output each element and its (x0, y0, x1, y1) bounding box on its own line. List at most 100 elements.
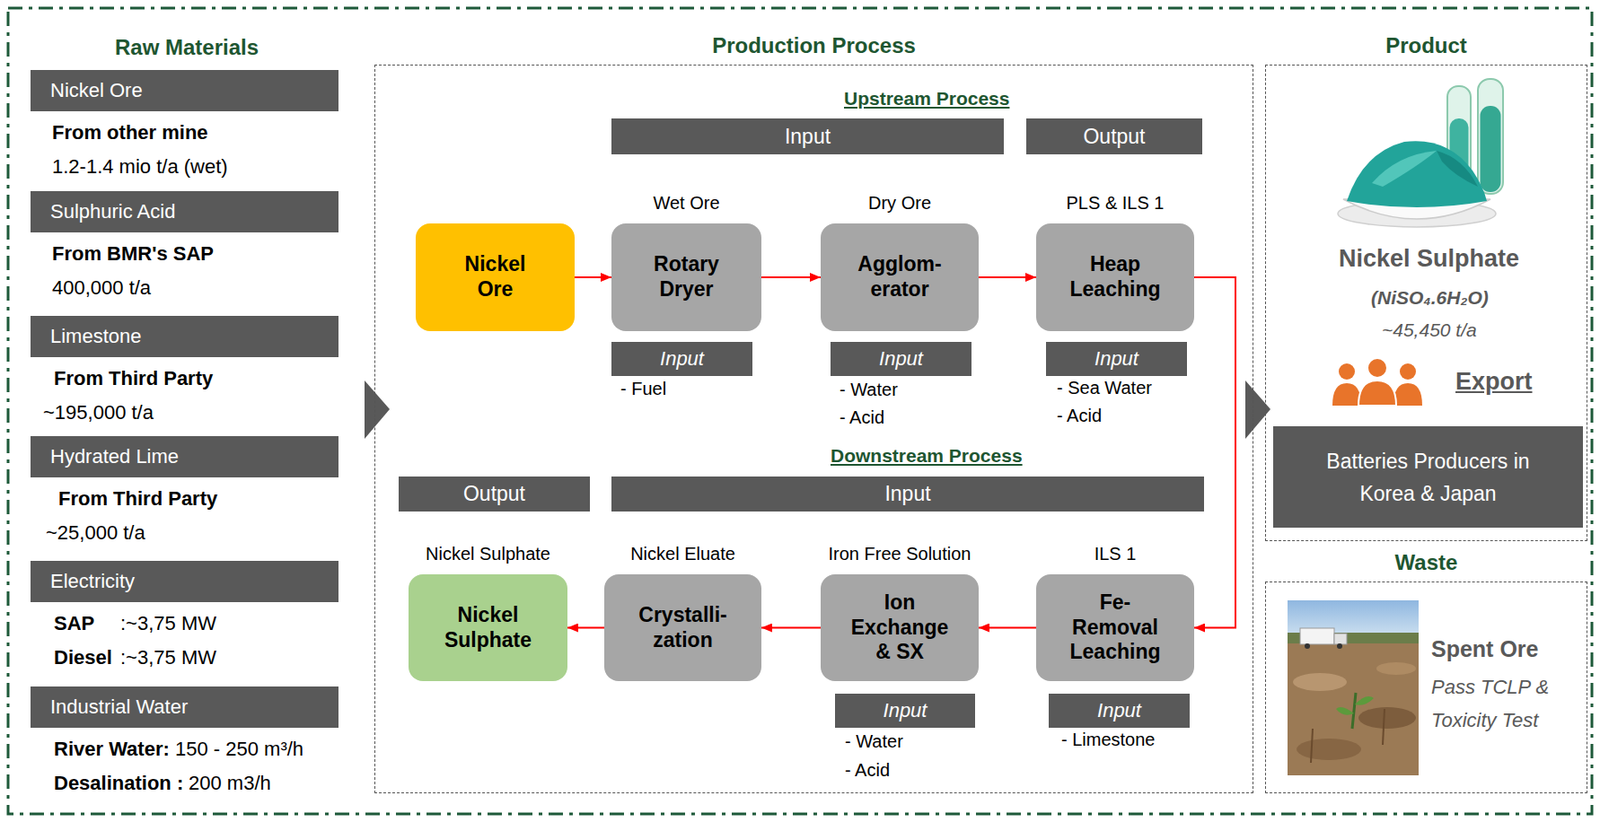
flow-arrow (761, 276, 821, 279)
powder-highlight (1371, 150, 1437, 187)
process-name: Crystalli- zation (633, 603, 733, 653)
stake (1310, 729, 1313, 764)
stage-heading: Downstream Process (830, 444, 1023, 467)
product-box: Nickel SulphateNickel Sulphate (408, 574, 568, 682)
powder-shade (1436, 150, 1478, 187)
input-item: - Fuel (620, 378, 667, 400)
raw-material-bar: Limestone (30, 316, 339, 358)
product-formula: (NiSO₄.6H₂O) (1371, 286, 1489, 309)
source-text: From Third Party (53, 367, 213, 391)
quantity-text: 1.2-1.4 mio t/a (wet) (52, 155, 229, 179)
source-text: Diesel (53, 646, 113, 670)
truck-wheel (1336, 643, 1343, 650)
flow-chevron (1245, 380, 1271, 440)
tube-liquid (1480, 105, 1502, 193)
bar-text: Input (784, 124, 831, 150)
flow-arrow (574, 276, 612, 279)
process-box: ILS 1Fe- Removal Leaching (1036, 574, 1195, 682)
input-bar: Input (1048, 694, 1190, 729)
input-bar: Input (611, 342, 753, 377)
input-item: - Limestone (1061, 729, 1156, 751)
bar-text: Batteries Producers in Korea & Japan (1311, 445, 1546, 510)
plant-stem (1352, 693, 1356, 730)
bar-text: Output (463, 482, 526, 507)
process-box: Iron Free SolutionIon Exchange & SX (820, 574, 979, 682)
waste-note: Pass TCLP & Toxicity Test (1431, 670, 1584, 738)
stream-caption: ILS 1 (1009, 542, 1222, 566)
stage-heading: Upstream Process (843, 87, 1010, 110)
input-item: - Water (844, 730, 904, 753)
flow-arrow (1194, 277, 1236, 629)
section-heading: Production Process (339, 33, 1289, 59)
source-text: SAP (53, 612, 95, 636)
input-item: - Sea Water (1056, 377, 1152, 399)
stream-caption: Wet Ore (584, 191, 789, 215)
process-name: Nickel Sulphate (439, 603, 538, 653)
input-item: - Acid (1056, 404, 1102, 427)
bar-text: Input (1097, 699, 1142, 723)
truck (1300, 628, 1335, 645)
person-head (1399, 363, 1416, 380)
process-name: Rotary Dryer (641, 252, 732, 302)
source-text: Desalination : (53, 772, 184, 796)
stake (1382, 709, 1385, 746)
bar-text: Input (884, 482, 931, 507)
output-header-bar: Output (1026, 118, 1203, 155)
feed-box: Nickel Ore (415, 223, 575, 332)
soil-patch (1296, 738, 1362, 761)
column-heading: Raw Materials (114, 35, 259, 62)
source-text: From Third Party (58, 487, 218, 511)
input-item: - Acid (844, 759, 890, 782)
quantity-text: ~25,000 t/a (45, 521, 146, 546)
bar-text: Industrial Water (50, 695, 188, 720)
input-bar: Input (835, 694, 976, 729)
input-header-bar: Input (611, 118, 1004, 155)
source-text: From other mine (52, 121, 209, 145)
plant-leaf (1354, 696, 1374, 706)
process-box: Wet OreRotary Dryer (611, 223, 762, 332)
person-body (1393, 383, 1423, 406)
process-name: Ion Exchange & SX (848, 590, 952, 666)
person-body (1332, 383, 1362, 406)
bar-text: Limestone (50, 325, 142, 349)
soil-patch (1292, 673, 1347, 692)
bar-text: Input (883, 699, 928, 723)
bar-text: Input (1094, 347, 1139, 371)
spent-ore-photo (1287, 600, 1419, 776)
process-box: Dry OreAgglom- erator (820, 223, 979, 332)
flow-arrow (978, 276, 1037, 279)
nickel-sulphate-illustration (1337, 79, 1504, 228)
raw-material-bar: Hydrated Lime (30, 436, 339, 478)
section-heading: Product (1230, 33, 1600, 59)
product-name: Nickel Sulphate (1338, 244, 1520, 273)
stream-caption: Iron Free Solution (793, 542, 1006, 566)
export-label: Export (1455, 367, 1533, 396)
quantity-text: :~3,75 MW (120, 612, 217, 636)
quantity-text: ~195,000 t/a (43, 401, 154, 425)
source-text: From BMR's SAP (52, 242, 214, 266)
bar-text: Input (879, 347, 924, 371)
process-box: PLS & ILS 1Heap Leaching (1036, 223, 1195, 332)
bar-text: Nickel Ore (50, 79, 143, 103)
input-bar: Input (1046, 342, 1187, 377)
process-name: Agglom- erator (850, 252, 950, 302)
truck-cab (1334, 633, 1347, 645)
input-header-bar: Input (611, 476, 1205, 512)
input-bar: Input (830, 342, 972, 377)
section-heading: Waste (1230, 550, 1600, 576)
stream-caption: Nickel Sulphate (381, 542, 595, 566)
person-body (1358, 380, 1397, 406)
powder (1346, 140, 1487, 208)
source-text: River Water: (53, 738, 170, 762)
truck-wheel (1304, 643, 1310, 650)
quantity-text: :~3,75 MW (120, 646, 217, 670)
photo-soil (1287, 643, 1419, 776)
process-box: Nickel EluateCrystalli- zation (604, 574, 762, 682)
customer-bar: Batteries Producers in Korea & Japan (1273, 426, 1583, 528)
raw-material-bar: Nickel Ore (30, 70, 339, 112)
person-head (1367, 358, 1388, 379)
stream-caption: PLS & ILS 1 (1009, 191, 1222, 215)
quantity-text: 400,000 t/a (52, 276, 151, 300)
people-icon (1332, 358, 1423, 406)
bar-text: Output (1082, 124, 1145, 150)
